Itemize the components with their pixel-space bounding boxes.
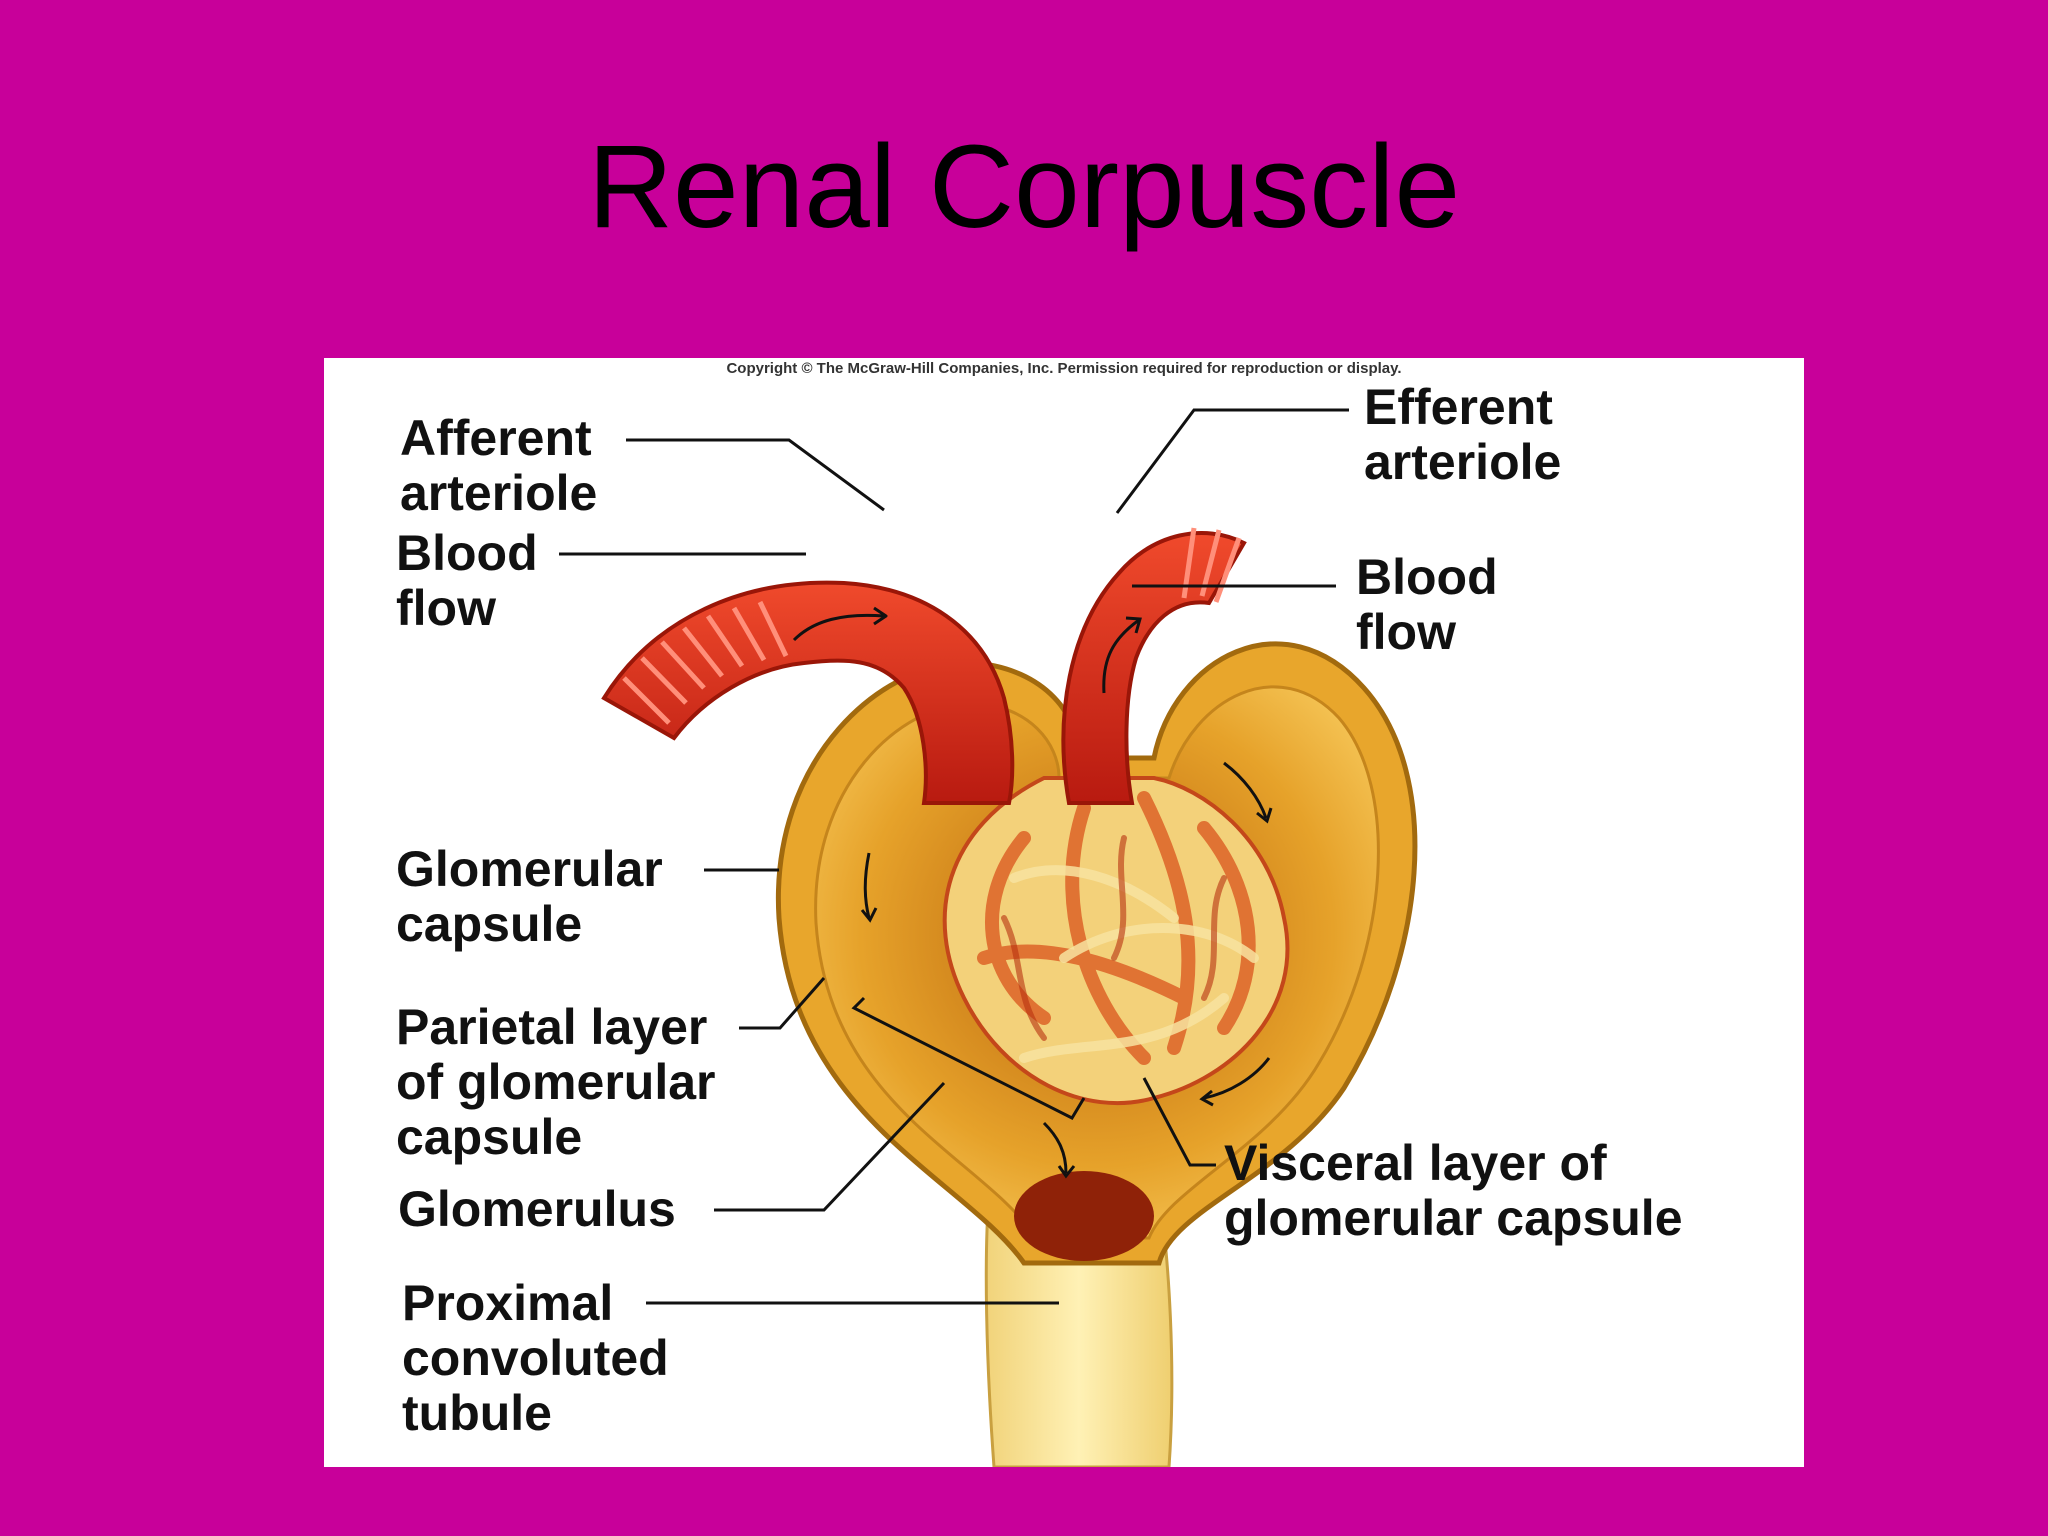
afferent-flow-arrow	[792, 613, 885, 642]
leader-lines	[559, 408, 1349, 1305]
leader-glomerulus	[714, 1081, 946, 1212]
renal-corpuscle-figure: Copyright © The McGraw-Hill Companies, I…	[324, 358, 1804, 1467]
label-parietal-layer: Parietal layer of glomerular capsule	[396, 999, 716, 1165]
leader-visceral	[1142, 1077, 1216, 1167]
leader-efferent	[1115, 408, 1349, 514]
leader-parietal	[739, 977, 826, 1030]
label-glomerular-capsule: Glomerular capsule	[396, 841, 663, 952]
label-glomerulus: Glomerulus	[398, 1181, 676, 1237]
glomerulus-tuft-shape	[942, 776, 1290, 1106]
leader-afferent	[626, 438, 885, 512]
flow-arrows	[792, 606, 1273, 1179]
label-blood-flow-right: Blood flow	[1356, 549, 1498, 660]
afferent-arteriole-rings	[622, 600, 789, 725]
copyright-notice: Copyright © The McGraw-Hill Companies, I…	[726, 360, 1402, 377]
label-efferent-arteriole: Efferent arteriole	[1364, 379, 1562, 490]
leader-glomerulus-bracket	[851, 996, 1086, 1120]
slide-title: Renal Corpuscle	[587, 121, 1461, 253]
label-proximal-tubule: Proximal convoluted tubule	[402, 1275, 669, 1441]
efferent-flow-arrow	[1102, 618, 1140, 694]
label-blood-flow-left: Blood flow	[396, 525, 538, 636]
capsule-outlet-shape	[1014, 1171, 1154, 1261]
label-visceral-layer: Visceral layer of glomerular capsule	[1224, 1135, 1683, 1246]
renal-corpuscle-illustration	[559, 408, 1418, 1467]
label-afferent-arteriole: Afferent arteriole	[400, 410, 598, 521]
afferent-arteriole-shape	[601, 580, 1015, 805]
